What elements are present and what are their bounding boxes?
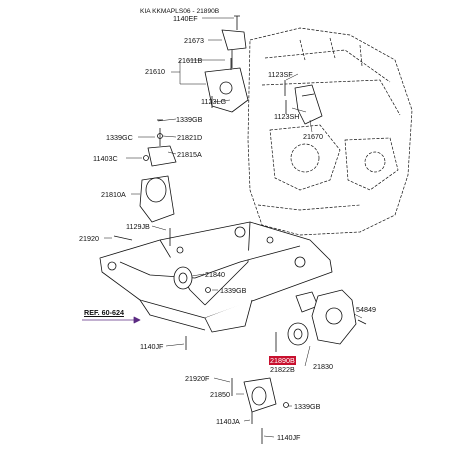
reference-arrow (82, 316, 141, 324)
bolt-1140EF (234, 15, 240, 30)
part-label[interactable]: 11403C (93, 154, 118, 163)
subframe (99, 221, 333, 333)
part-label[interactable]: 21840 (205, 270, 225, 279)
mount-21830 (287, 289, 357, 346)
nut-11403C (143, 155, 149, 161)
part-label[interactable]: 21610 (145, 67, 165, 76)
part-label[interactable]: 1140JA (216, 417, 240, 426)
diagram-code: KIA KKMAPLS06 - 21890B (140, 8, 220, 15)
part-label[interactable]: 21673 (184, 36, 204, 45)
part-label[interactable]: 1140JF (277, 433, 301, 442)
part-label[interactable]: 1339GB (294, 402, 321, 411)
bolt-21920 (113, 235, 133, 241)
part-label[interactable]: 1123SF (268, 70, 293, 79)
part-label[interactable]: 1129JB (126, 222, 150, 231)
highlight-badge[interactable]: 21890B (269, 356, 296, 365)
part-label[interactable]: 1339GB (176, 115, 203, 124)
part-label[interactable]: 1339GB (220, 286, 247, 295)
part-label[interactable]: 21850 (210, 390, 230, 399)
part-label[interactable]: 21920F (185, 374, 210, 383)
bracket-21670 (294, 84, 323, 125)
reference-link[interactable]: REF. 60-624 (84, 308, 124, 317)
part-label[interactable]: 1123LG (201, 97, 227, 106)
nut-1339GC (157, 133, 163, 139)
part-label[interactable]: 21670 (303, 132, 323, 141)
mount-21810A (139, 175, 175, 223)
bushing-21840 (173, 266, 193, 290)
part-label[interactable]: 21830 (313, 362, 333, 371)
bushing-21850 (243, 377, 277, 413)
part-label[interactable]: 21920 (79, 234, 99, 243)
part-label[interactable]: 21611B (178, 56, 203, 65)
part-label[interactable]: 21810A (101, 190, 126, 199)
part-label-highlighted[interactable]: 21890B (269, 356, 296, 365)
part-label[interactable]: 1123SH (274, 112, 300, 121)
part-label[interactable]: 1140EF (173, 14, 198, 23)
washer-1339GB-mid (205, 287, 211, 293)
engine-outline (247, 27, 413, 236)
bolt-54849 (357, 319, 367, 325)
part-label[interactable]: 1140JF (140, 342, 164, 351)
part-label[interactable]: 1339GC (106, 133, 133, 142)
leader-lines (104, 17, 363, 438)
washer-1339GB-low (283, 402, 289, 408)
part-label[interactable]: 54849 (356, 305, 376, 314)
bracket-21610 (204, 29, 249, 113)
part-label[interactable]: 21821D (177, 133, 203, 142)
part-label[interactable]: 21822B (270, 365, 295, 374)
mount-21815A (147, 145, 177, 167)
part-label[interactable]: 21815A (177, 150, 202, 159)
